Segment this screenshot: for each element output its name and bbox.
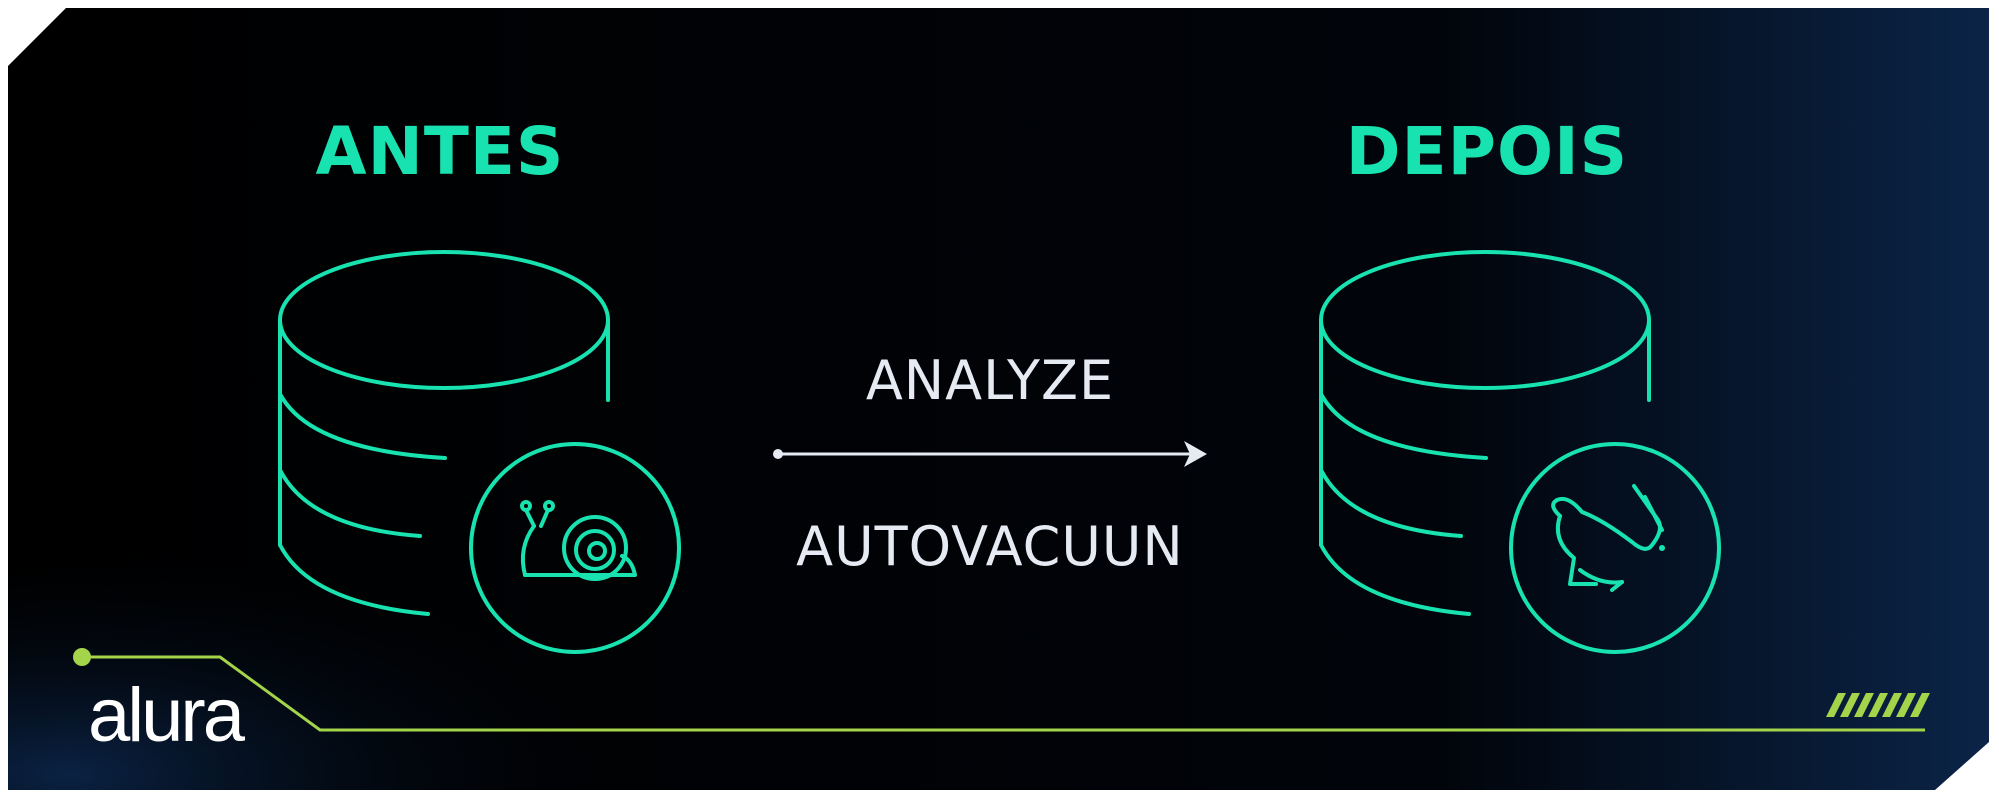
rabbit-badge [1509, 442, 1721, 654]
autovacuun-label: AUTOVACUUN [796, 515, 1184, 578]
after-heading: DEPOIS [1346, 113, 1628, 190]
snail-icon [520, 500, 637, 581]
alura-logo: alura [88, 673, 246, 758]
accent-line [73, 648, 1925, 732]
analyze-label: ANALYZE [866, 349, 1114, 412]
database-after-icon [1319, 250, 1651, 616]
rabbit-icon [1551, 484, 1665, 592]
slash-stripes-icon [1826, 693, 1930, 717]
before-heading: ANTES [316, 113, 565, 190]
banner-corner-glow [8, 8, 1989, 790]
database-before-icon [278, 250, 610, 616]
process-arrow [773, 441, 1207, 467]
snail-badge [469, 442, 681, 654]
